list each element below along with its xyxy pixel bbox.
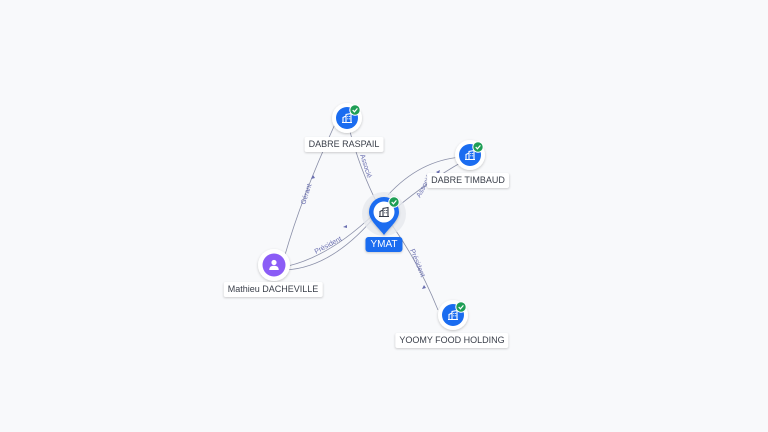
node-label-yoomy-food-holding[interactable]: YOOMY FOOD HOLDING [395, 333, 509, 348]
node-dabre-timbaud[interactable] [455, 140, 485, 170]
node-label-mathieu-dacheville[interactable]: Mathieu DACHEVILLE [223, 282, 323, 297]
person-icon [269, 259, 279, 270]
arrow-mathieu-ymat [343, 225, 347, 228]
verified-check-icon [349, 104, 361, 116]
edge-mathieu-ymat-2 [284, 219, 373, 271]
node-yoomy-food-holding[interactable] [438, 300, 468, 330]
node-label-ymat[interactable]: YMAT [365, 237, 403, 252]
verified-check-icon [388, 196, 400, 208]
verified-check-icon [472, 141, 484, 153]
arrow-ymat-yoomy [422, 285, 426, 289]
edge-ymat-yoomy [391, 224, 439, 311]
edge-label-mathieu-ymat: Président [314, 236, 343, 256]
arrow-mathieu-raspail [311, 175, 315, 179]
node-mathieu-dacheville[interactable] [258, 249, 290, 281]
edge-label-mathieu-raspail: Gérant [300, 183, 313, 206]
verified-check-icon [455, 301, 467, 313]
node-ymat[interactable] [362, 192, 406, 236]
edge-ymat-timbaud [387, 156, 463, 196]
edge-label-ymat-yoomy: Président [408, 248, 426, 278]
node-dabre-raspail[interactable] [332, 103, 362, 133]
edge-label-raspail-ymat: Associé [358, 153, 372, 179]
node-label-dabre-raspail[interactable]: DABRE RASPAIL [304, 137, 384, 152]
node-label-dabre-timbaud[interactable]: DABRE TIMBAUD [427, 173, 509, 188]
